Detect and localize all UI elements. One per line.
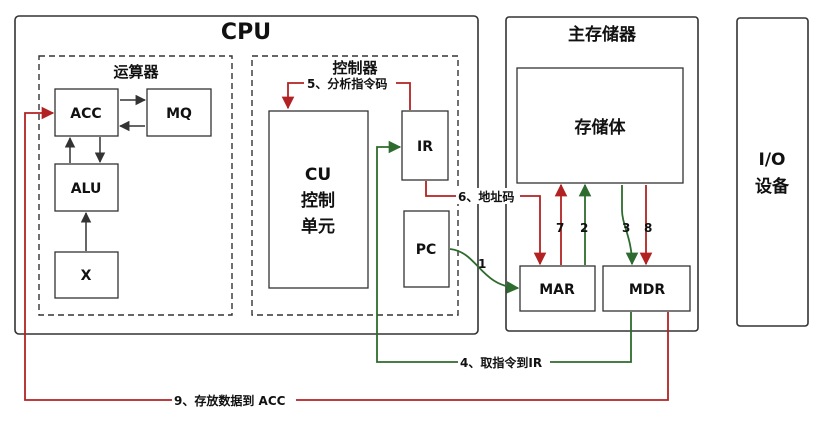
cu-label-line1: CU xyxy=(305,165,331,185)
mdr-box xyxy=(602,265,691,312)
mar-box xyxy=(519,265,596,312)
alu-group-title: 运算器 xyxy=(113,63,159,81)
step5-label: 5、分析指令码 xyxy=(307,76,387,91)
cpu-box xyxy=(14,15,479,335)
cu-label-line3: 单元 xyxy=(301,216,335,237)
io-label-line1: I/O xyxy=(759,150,786,170)
io-box xyxy=(736,17,809,327)
cu-box xyxy=(268,110,369,289)
step4-label-bg xyxy=(458,354,550,370)
step2-label: 2 xyxy=(580,221,588,235)
step4-label: 4、取指令到IR xyxy=(460,355,542,370)
memory-title: 主存储器 xyxy=(568,24,637,45)
x-label: X xyxy=(81,268,92,284)
step9-label: 9、存放数据到 ACC xyxy=(174,393,286,408)
pc-box xyxy=(403,210,450,288)
controller-group-box xyxy=(251,55,459,316)
ir-label: IR xyxy=(417,139,433,155)
step3-storage-to-mdr-arrow xyxy=(621,185,639,266)
acc-box xyxy=(54,88,119,137)
step6-label-bg xyxy=(456,188,520,204)
mq-box xyxy=(146,88,212,137)
step1-label: 1 xyxy=(478,257,486,271)
storage-label: 存储体 xyxy=(575,117,627,138)
step3-label: 3 xyxy=(622,221,630,235)
cpu-title: CPU xyxy=(221,20,271,45)
ir-box xyxy=(401,110,449,181)
memory-box xyxy=(505,16,699,332)
controller-group-title: 控制器 xyxy=(332,59,378,77)
step4-mdr-to-ir-arrow xyxy=(376,140,632,363)
alu-box xyxy=(54,163,119,212)
step6-label: 6、地址码 xyxy=(458,189,514,204)
pc-label: PC xyxy=(416,242,437,258)
x-box xyxy=(54,251,119,299)
mar-label: MAR xyxy=(539,282,575,298)
step7-label: 7 xyxy=(556,221,564,235)
alu-group-box xyxy=(38,55,233,316)
step1-pc-to-mar-arrow xyxy=(449,248,520,294)
cu-label-line2: 控制 xyxy=(301,190,335,211)
step8-label: 8 xyxy=(644,221,652,235)
step9-mdr-to-acc-arrow xyxy=(24,106,669,401)
mdr-label: MDR xyxy=(629,282,666,298)
io-label-line2: 设备 xyxy=(755,176,790,197)
storage-box xyxy=(516,67,684,184)
acc-label: ACC xyxy=(70,106,101,122)
step5-label-bg xyxy=(304,75,396,91)
alu-label: ALU xyxy=(71,181,102,197)
mq-label: MQ xyxy=(166,106,192,122)
step9-label-bg xyxy=(172,392,296,408)
